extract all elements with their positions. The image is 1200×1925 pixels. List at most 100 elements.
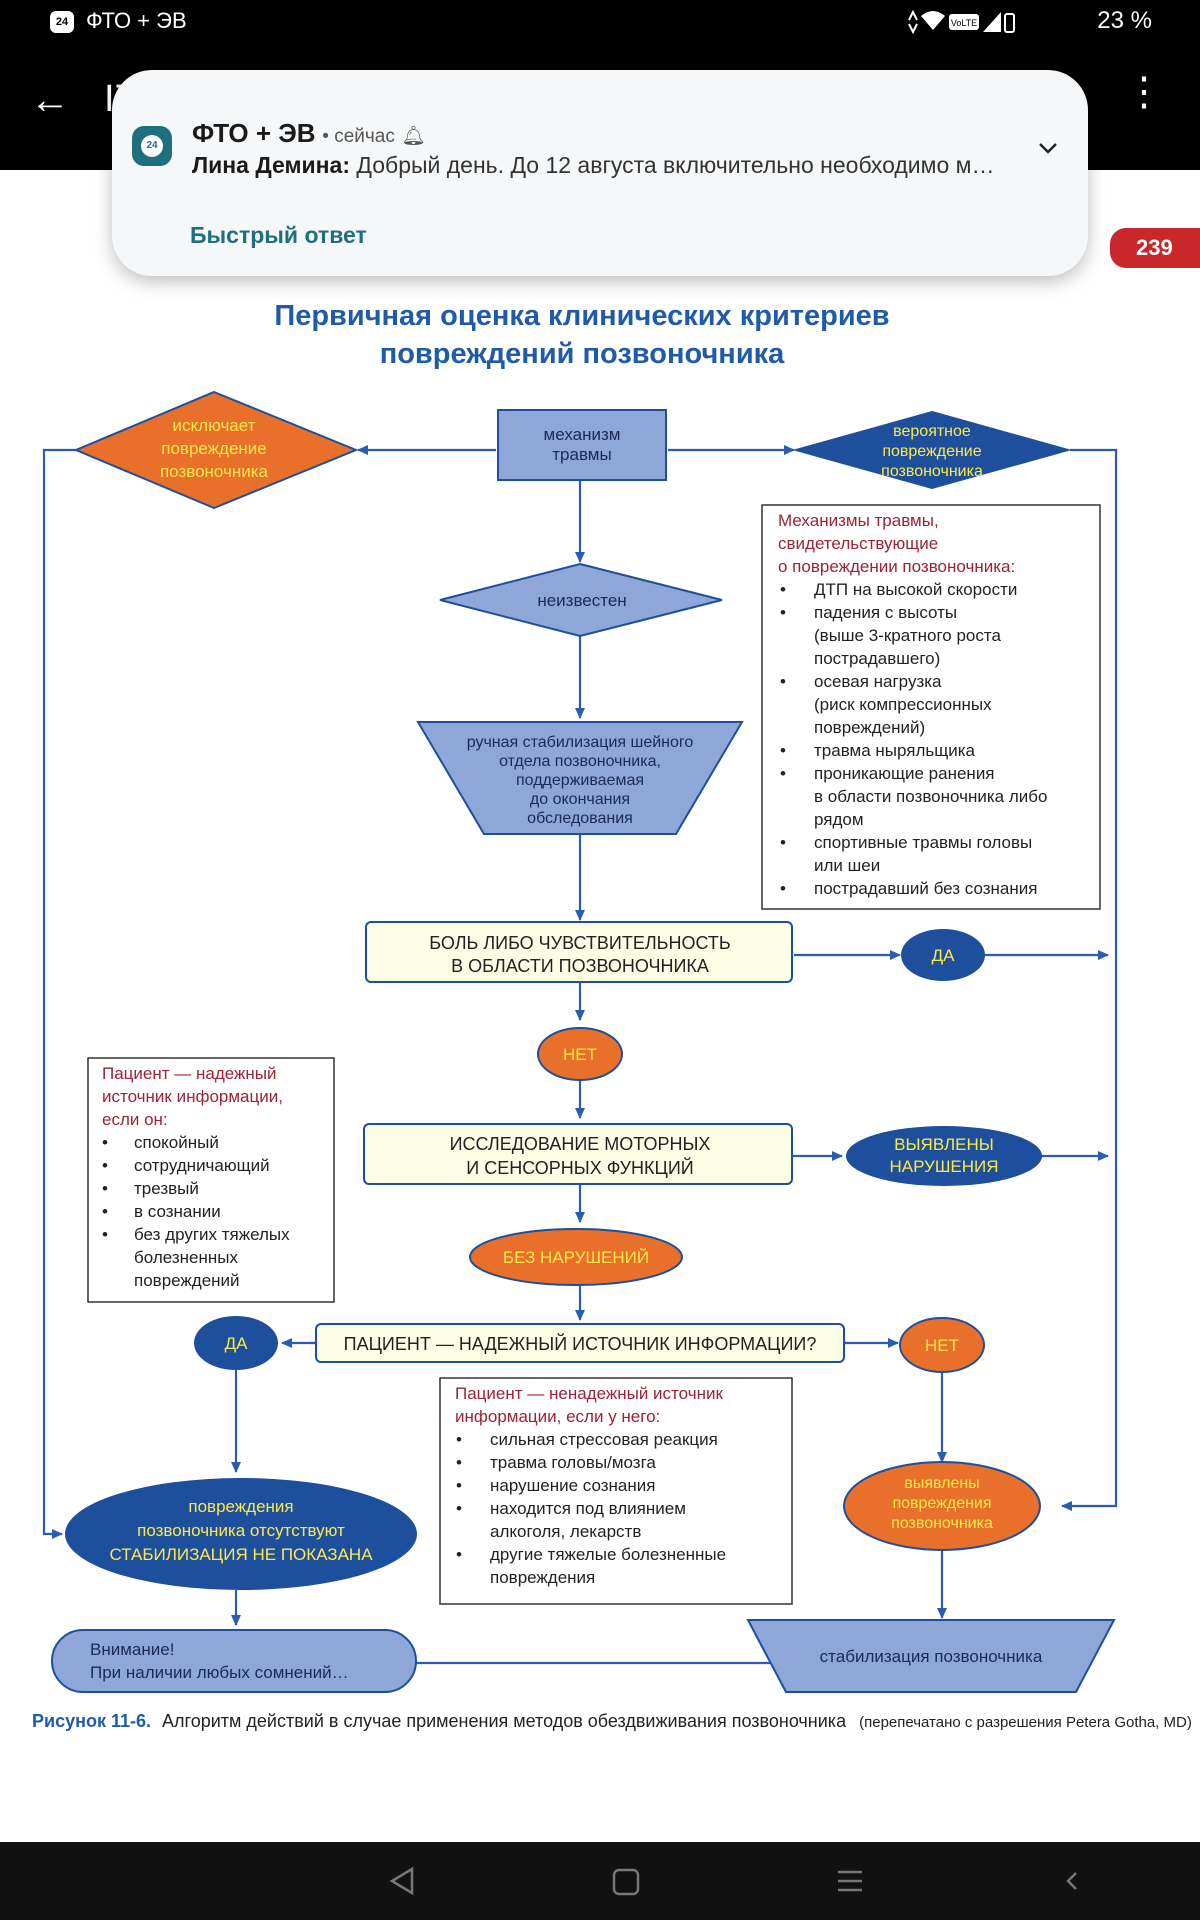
doc-title: Первичная оценка клинических критериев п… — [274, 300, 889, 370]
notification-card[interactable]: 24 ФТО + ЭВ • сейчас 🔔︎ Лина Демина: Доб… — [112, 70, 1088, 276]
svg-text:БОЛЬ ЛИБО ЧУВСТВИТЕЛЬНОСТЬ: БОЛЬ ЛИБО ЧУВСТВИТЕЛЬНОСТЬ — [429, 933, 730, 953]
reliable-source-question-box: ПАЦИЕНТ — НАДЕЖНЫЙ ИСТОЧНИК ИНФОРМАЦИИ? — [315, 1323, 845, 1363]
battery-icon — [1004, 13, 1015, 33]
svg-text:алкоголя, лекарств: алкоголя, лекарств — [490, 1522, 641, 1541]
pain-tenderness-box: БОЛЬ ЛИБО ЧУВСТВИТЕЛЬНОСТЬ В ОБЛАСТИ ПОЗ… — [365, 921, 793, 983]
svg-text:повреждений позвоночника: повреждений позвоночника — [380, 338, 785, 370]
pain-yes-ellipse: ДА — [901, 929, 985, 981]
status-app-name: ФТО + ЭВ — [86, 8, 187, 33]
svg-text:падения с высоты: падения с высоты — [814, 603, 957, 622]
more-vert-icon[interactable]: ⋮ — [1124, 70, 1164, 114]
recents-icon[interactable] — [838, 1870, 862, 1892]
svg-text:ВЫЯВЛЕНЫ: ВЫЯВЛЕНЫ — [894, 1135, 994, 1154]
svg-text:•: • — [780, 672, 786, 691]
svg-text:проникающие ранения: проникающие ранения — [814, 764, 995, 783]
unreliable-patient-info-box: Пациент — ненадежный источник информации… — [439, 1377, 793, 1605]
excludes-injury-diamond: исключает повреждение позвоночника — [73, 390, 359, 510]
svg-text:•: • — [456, 1545, 462, 1564]
svg-text:информации, если у него:: информации, если у него: — [455, 1407, 660, 1426]
svg-text:СТАБИЛИЗАЦИЯ НЕ ПОКАЗАНА: СТАБИЛИЗАЦИЯ НЕ ПОКАЗАНА — [109, 1545, 373, 1564]
svg-text:исключает: исключает — [173, 416, 256, 435]
expand-chevron-icon[interactable] — [1034, 134, 1062, 162]
svg-text:БЕЗ НАРУШЕНИЙ: БЕЗ НАРУШЕНИЙ — [503, 1248, 649, 1267]
svg-text:сильная стрессовая реакция: сильная стрессовая реакция — [490, 1430, 718, 1449]
system-icons: VoLTE — [908, 10, 1015, 34]
svg-text:осевая нагрузка: осевая нагрузка — [814, 672, 942, 691]
svg-text:травма головы/мозга: травма головы/мозга — [490, 1453, 656, 1472]
svg-text:позвоночника: позвоночника — [160, 462, 269, 481]
svg-text:ручная стабилизация шейного: ручная стабилизация шейного — [467, 734, 694, 751]
svg-text:неизвестен: неизвестен — [537, 591, 626, 610]
svg-text:позвоночника: позвоночника — [891, 1515, 993, 1532]
no-spine-injury-ellipse: повреждения позвоночника отсутствуют СТА… — [65, 1478, 417, 1590]
svg-text:повреждение: повреждение — [161, 439, 267, 458]
svg-text:выявлены: выявлены — [904, 1475, 979, 1492]
home-icon[interactable] — [612, 1868, 640, 1896]
svg-text:При наличии любых сомнений…: При наличии любых сомнений… — [90, 1663, 349, 1682]
svg-text:обследования: обследования — [527, 810, 633, 827]
svg-text:VoLTE: VoLTE — [951, 18, 977, 28]
svg-text:или шеи: или шеи — [814, 856, 880, 875]
svg-text:в сознании: в сознании — [134, 1202, 221, 1221]
reliable-patient-info-box: Пациент — надежный источник информации, … — [87, 1057, 335, 1303]
svg-text:•: • — [456, 1453, 462, 1472]
reliable-no-ellipse: НЕТ — [899, 1317, 985, 1373]
svg-text:другие тяжелые болезненные: другие тяжелые болезненные — [490, 1545, 726, 1564]
pain-no-ellipse: НЕТ — [537, 1027, 623, 1081]
svg-text:(риск компрессионных: (риск компрессионных — [814, 695, 992, 714]
svg-text:о повреждении позвоночника:: о повреждении позвоночника: — [778, 557, 1015, 576]
bell-icon: 🔔︎ — [401, 126, 426, 147]
unknown-diamond: неизвестен — [439, 562, 723, 638]
volte-icon — [949, 14, 979, 30]
svg-text:•: • — [780, 833, 786, 852]
svg-text:трезвый: трезвый — [134, 1179, 199, 1198]
collapse-icon[interactable] — [1066, 1872, 1077, 1890]
disorders-found-ellipse: ВЫЯВЛЕНЫ НАРУШЕНИЯ — [846, 1126, 1042, 1186]
flowchart-page: Первичная оценка клинических критериев п… — [32, 300, 1192, 1731]
back-icon[interactable] — [389, 1866, 414, 1896]
svg-text:ИССЛЕДОВАНИЕ МОТОРНЫХ: ИССЛЕДОВАНИЕ МОТОРНЫХ — [450, 1134, 711, 1154]
reliable-yes-ellipse: ДА — [194, 1316, 278, 1370]
svg-text:повреждения: повреждения — [188, 1497, 293, 1516]
svg-text:В ОБЛАСТИ ПОЗВОНОЧНИКА: В ОБЛАСТИ ПОЗВОНОЧНИКА — [451, 956, 709, 976]
svg-text:спокойный: спокойный — [134, 1133, 219, 1152]
status-bar: 24 ФТО + ЭВ VoLTE 23 % — [0, 0, 1200, 44]
navigation-bar — [0, 1842, 1200, 1920]
svg-text:Пациент — ненадежный источник: Пациент — ненадежный источник — [455, 1384, 723, 1403]
svg-text:пострадавшего): пострадавшего) — [814, 649, 940, 668]
svg-text:И СЕНСОРНЫХ ФУНКЦИЙ: И СЕНСОРНЫХ ФУНКЦИЙ — [466, 1157, 693, 1178]
svg-text:•: • — [780, 764, 786, 783]
svg-text:НЕТ: НЕТ — [925, 1336, 959, 1355]
quick-reply-button[interactable]: Быстрый ответ — [190, 222, 367, 248]
mechanism-box: механизм травмы — [497, 409, 667, 481]
svg-text:болезненных: болезненных — [134, 1248, 238, 1267]
svg-text:источник информации,: источник информации, — [102, 1087, 283, 1106]
back-arrow-icon[interactable]: ← — [30, 78, 70, 122]
svg-text:•: • — [102, 1225, 108, 1244]
svg-text:•: • — [456, 1499, 462, 1518]
no-disorders-ellipse: БЕЗ НАРУШЕНИЙ — [469, 1228, 683, 1286]
svg-text:Внимание!: Внимание! — [90, 1640, 174, 1659]
svg-text:механизм: механизм — [544, 425, 621, 444]
figure-caption: Рисунок 11-6. Алгоритм действий в случае… — [32, 1711, 1192, 1731]
svg-text:в области позвоночника либо: в области позвоночника либо — [814, 787, 1047, 806]
page-number-badge: 239 — [1110, 228, 1200, 268]
app-icon: 24 — [132, 126, 172, 166]
svg-text:•: • — [102, 1202, 108, 1221]
svg-text:•: • — [780, 741, 786, 760]
svg-text:повреждений): повреждений) — [814, 718, 925, 737]
svg-text:отдела позвоночника,: отдела позвоночника, — [499, 753, 661, 770]
spine-stabilization-box: стабилизация позвоночника — [746, 1619, 1116, 1693]
svg-text:повреждений: повреждений — [134, 1271, 240, 1290]
svg-text:до окончания: до окончания — [530, 791, 630, 808]
signal-arrows-icon — [908, 10, 918, 34]
probable-injury-diamond: вероятное повреждение позвоночника — [792, 410, 1072, 490]
cell-signal-icon — [983, 12, 1001, 32]
mechanisms-info-box: Механизмы травмы, свидетельствующие о по… — [761, 504, 1101, 910]
svg-text:вероятное: вероятное — [893, 423, 971, 440]
attention-note-box: Внимание! При наличии любых сомнений… — [51, 1629, 417, 1693]
notification-time: сейчас — [334, 126, 395, 147]
svg-text:свидетельствующие: свидетельствующие — [778, 534, 938, 553]
svg-text:•: • — [780, 603, 786, 622]
svg-text:травмы: травмы — [552, 445, 611, 464]
